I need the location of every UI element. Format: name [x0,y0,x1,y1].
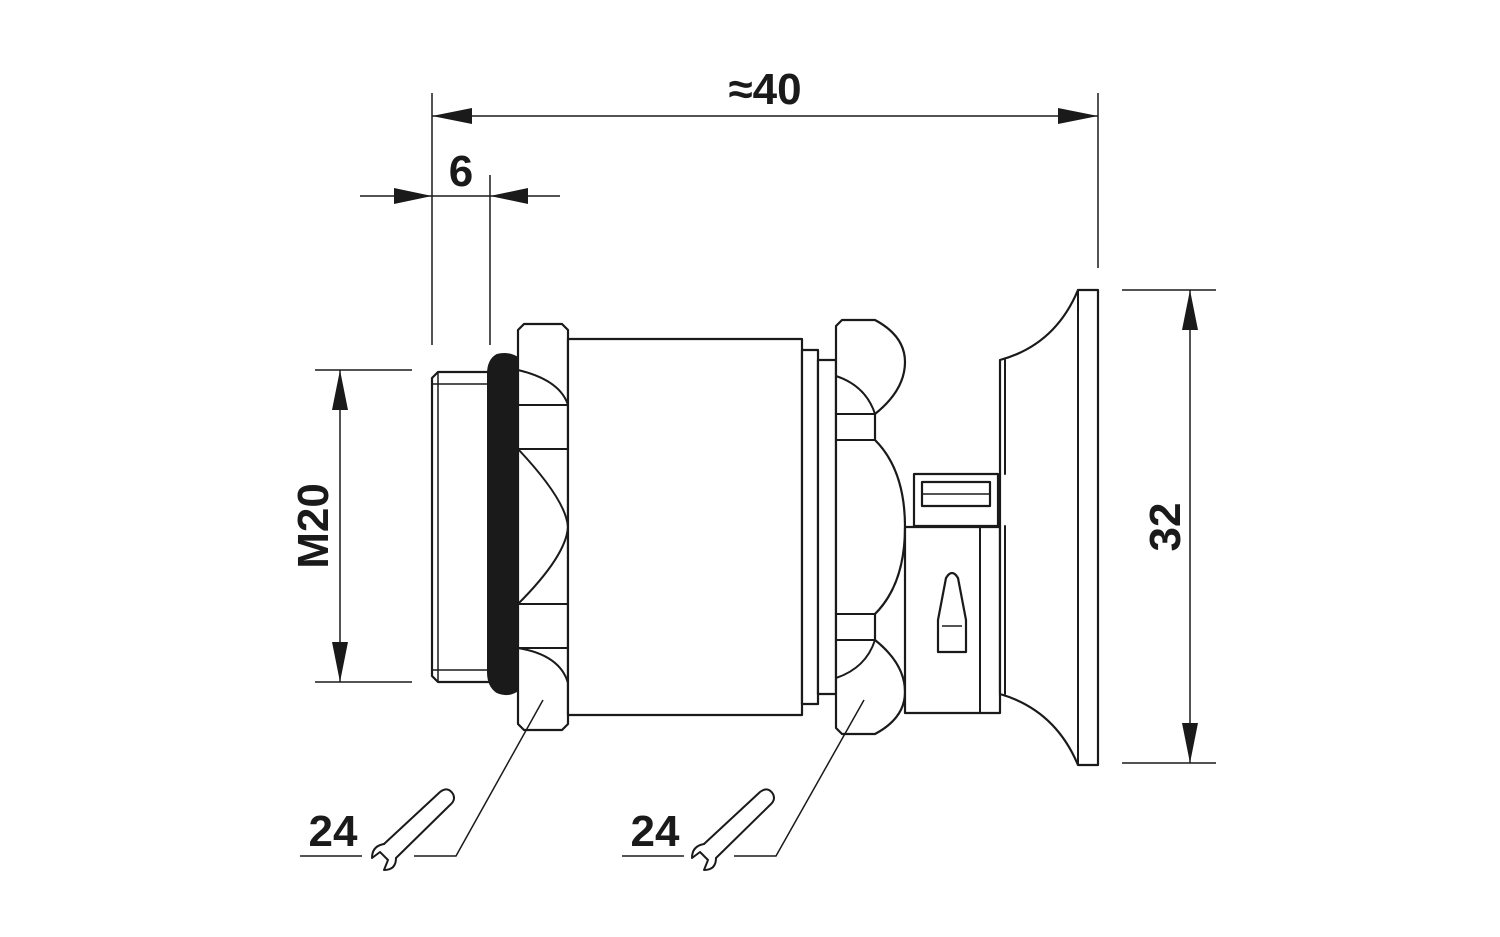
cap-nut [834,318,907,736]
arrowhead-right [1058,108,1098,124]
thread-size-label: M20 [289,483,338,569]
cable-gland-body [430,288,1100,767]
dimension-thread-length: 6 [360,147,560,345]
locknut-wrench-size: 24 [309,807,358,856]
dimension-head-diameter: 32 [1122,289,1216,764]
arrowhead-bottom [1182,723,1198,763]
arrowhead-left [394,188,432,204]
o-ring-seal [487,353,519,696]
arrowhead-right [490,188,528,204]
head-diameter-label: 32 [1141,503,1190,552]
overall-length-label: ≈40 [728,65,801,114]
flared-head [998,288,1100,767]
hex-locknut [516,322,570,732]
terminal-block [912,472,1000,528]
wrench-icon [691,788,775,871]
marker-tab [936,571,968,654]
thread-length-label: 6 [449,147,473,196]
dimension-thread-size: M20 [289,369,412,683]
arrowhead-top [332,370,348,410]
wrench-callout-locknut: 24 [300,699,544,871]
wrench-callout-cap-nut: 24 [622,699,865,871]
wrench-icon [371,788,455,871]
gland-body-cylinder [566,337,838,717]
arrowhead-top [1182,290,1198,330]
clamping-insert [903,525,1002,715]
arrowhead-bottom [332,642,348,682]
cap-nut-wrench-size: 24 [631,807,680,856]
threaded-entry [430,370,497,684]
dimension-overall-length: ≈40 [431,65,1099,345]
arrowhead-left [432,108,472,124]
